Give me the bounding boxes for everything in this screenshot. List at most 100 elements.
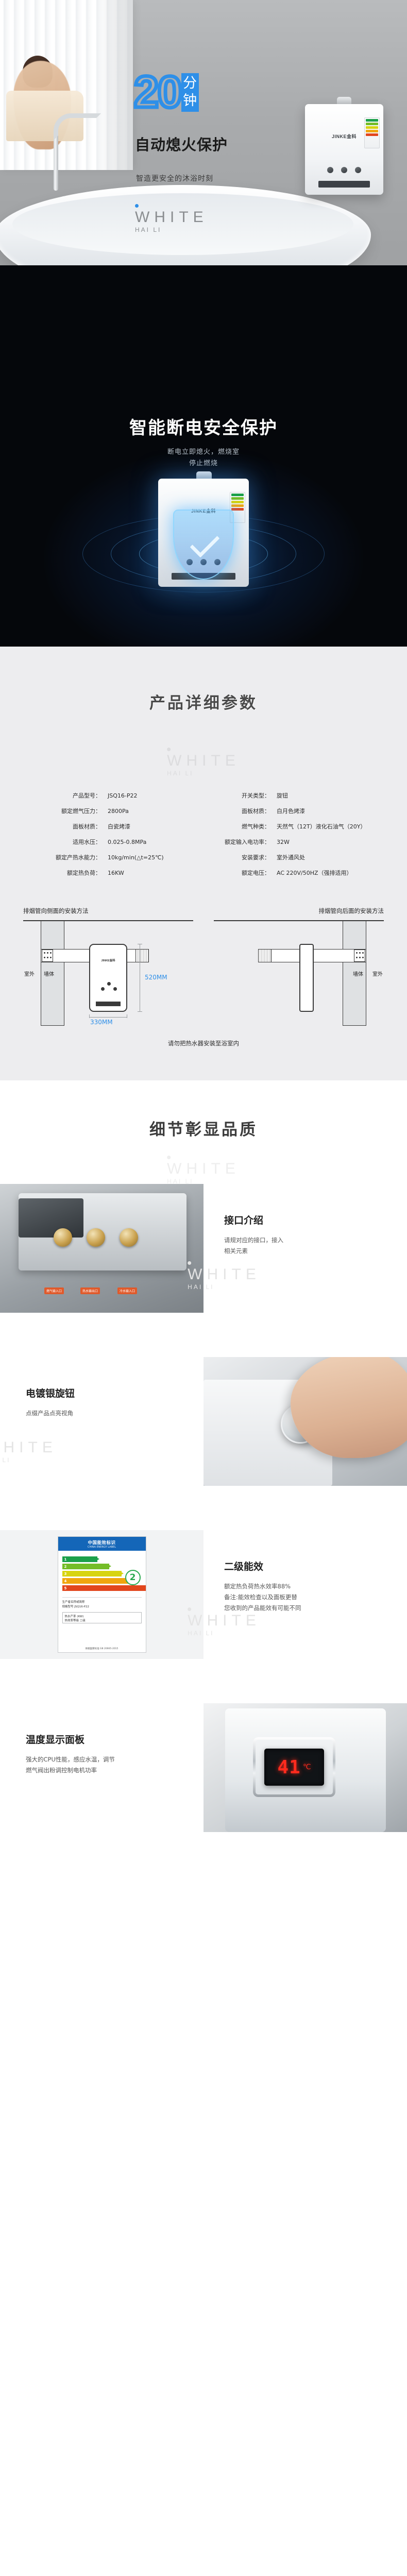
shield-icon [173, 510, 234, 580]
param-label: 额定热负荷： [67, 870, 101, 876]
knob-photo [204, 1357, 407, 1486]
feature-title: 温度显示面板 [26, 1734, 85, 1745]
energy-box-line2: 热效率等级 二级 [64, 1619, 86, 1622]
feature-desc-line2: 相关元素 [224, 1247, 248, 1255]
param-row: 产品型号：JSQ16-P22 [37, 791, 201, 807]
china-energy-label: 中国能效标识 CHINA ENERGY LABEL 1 2 3 4 5 2 生产… [57, 1536, 146, 1653]
param-value: AC 220V/50HZ（强排适用） [277, 870, 352, 876]
energy-label-sticker [364, 117, 380, 148]
temperature-photo: 41 ℃ [204, 1703, 407, 1832]
energy-grade-badge: 2 [125, 1570, 141, 1585]
param-value: 天然气（12T）液化石油气（20Y） [277, 823, 366, 830]
parameter-table: 产品型号：JSQ16-P22 开关类型：旋钮 额定燃气压力： 2800Pa 面板材… [37, 791, 370, 884]
install-diagram-side: 排烟管向侧面的安装方法 JINKE金科 [23, 907, 193, 1026]
param-row: 额定产热水能力： 10kg/min(△t=25℃) [37, 853, 201, 869]
param-row: 面板材质： 白月色烤漆 [206, 807, 370, 822]
param-value: 室外通风处 [277, 854, 305, 861]
watermark-brand-sub: HAI LI [167, 770, 194, 777]
feature-title: 电镀银旋钮 [26, 1388, 75, 1399]
param-value: JSQ16-P22 [108, 792, 138, 799]
minutes-number: 20 [132, 67, 184, 117]
param-value: 旋钮 [277, 792, 288, 799]
param-row: 燃气种类：天然气（12T）液化石油气（20Y） [206, 822, 370, 838]
banner-power-subtitle-line2: 停止燃烧 [189, 460, 218, 467]
watermark-brand: WHITE [167, 1160, 240, 1177]
param-label: 面板材质： [73, 823, 101, 830]
flameout-minutes-badge: 20 分钟 [132, 67, 199, 117]
param-label: 面板材质： [242, 808, 270, 815]
product-detail-page: 20 分钟 自动熄火保护 智造更安全的沐浴时刻 WHITE HAI LI JIN… [0, 0, 407, 1832]
installation-warning-note: 请勿把热水器安装至浴室内 [168, 1040, 239, 1047]
heater-unit-side [299, 944, 314, 1012]
param-row: 额定热负荷：16KW [37, 869, 201, 884]
watermark-dot [167, 1156, 171, 1159]
port-label-gas: 燃气输入口 [44, 1287, 64, 1294]
energy-info-line2: 规格型号 JSQ16-P22 [62, 1605, 90, 1608]
param-label: 额定产热水能力： [56, 854, 101, 861]
params-title: 产品详细参数 [149, 694, 258, 713]
param-value: 白月色烤漆 [277, 808, 305, 815]
param-value: 白瓷烤漆 [108, 823, 130, 830]
detail-title: 细节彰显品质 [149, 1121, 258, 1139]
install-side-title: 排烟管向侧面的安装方法 [23, 907, 89, 914]
banner-flameout-subtitle: 智造更安全的沐浴时刻 [136, 175, 213, 183]
flue-grill [354, 950, 365, 962]
heater-unit-brand: JINKE金科 [101, 959, 115, 962]
brand-watermark: WHITE HAI LI [0, 1434, 57, 1465]
param-row: 额定电压：AC 220V/50HZ（强排适用） [206, 869, 370, 884]
brand-watermark: WHITE HAI LI [167, 1156, 240, 1186]
dimension-width: 330MM [90, 1019, 113, 1026]
param-value: 0.025-0.8MPa [108, 839, 147, 845]
param-row: 安装要求：室外通风处 [206, 853, 370, 869]
feature-desc-line1: 强大的CPU性能，感应水温，调节 [26, 1756, 115, 1763]
water-heater-product-image: JINKE金科 [305, 97, 383, 195]
watermark-brand: WHITE [0, 1439, 57, 1456]
feature-desc-line1: 点缀产品点亮视角 [26, 1410, 73, 1417]
energy-info: 生产者名称或简称 规格型号 JSQ16-P22 [62, 1597, 142, 1609]
hand-image [291, 1357, 407, 1458]
feature-title: 接口介绍 [224, 1215, 264, 1226]
brand-watermark: WHITE HAI LI [167, 748, 240, 778]
feature-title: 二级能效 [224, 1561, 264, 1572]
bathtub-image [0, 185, 371, 265]
feature-desc-line3: 您收到的产品能效有可能不同 [224, 1604, 301, 1612]
energy-label-header-en: CHINA ENERGY LABEL [88, 1546, 116, 1549]
label-wall: 墙体 [44, 972, 54, 977]
section-product-details: 细节彰显品质 WHITE HAI LI 燃气输入口 热水输出口 冷水输入口 接口… [0, 1080, 407, 1832]
banner-power-title: 智能断电安全保护 [129, 418, 278, 438]
energy-text: 二级能效 额定热负荷热水效率88% 备注:能效检查以及面板更替 您收到的产品能效… [188, 1530, 407, 1659]
banner-flameout-protection: 20 分钟 自动熄火保护 智造更安全的沐浴时刻 WHITE HAI LI JIN… [0, 0, 407, 265]
feature-desc-line2: 燃气阀出粉调控制电机功率 [26, 1767, 97, 1774]
param-row: 开关类型：旋钮 [206, 791, 370, 807]
banner-power-subtitle: 断电立即熄火，燃烧室 停止燃烧 [0, 447, 407, 469]
faucet-icon [54, 113, 101, 191]
param-value: 2800Pa [108, 808, 129, 815]
chrome-bezel [253, 1737, 335, 1797]
flue-elbow [258, 949, 272, 962]
feature-desc-line1: 请规对应的接口，接入 [224, 1236, 283, 1244]
flue-elbow [135, 949, 149, 962]
section-product-parameters: 产品详细参数 WHITE HAI LI 产品型号：JSQ16-P22 开关类型：… [0, 647, 407, 1080]
param-label: 适用水压： [73, 839, 101, 845]
installation-diagrams: 排烟管向侧面的安装方法 JINKE金科 [23, 907, 384, 1026]
param-label: 额定燃气压力： [61, 808, 101, 815]
energy-standard-footer: 依据国家标准 GB 20665-2015 [85, 1648, 118, 1650]
banner-flameout-title: 自动熄火保护 [135, 136, 228, 154]
feature-temperature-display: 41 ℃ 温度显示面板 强大的CPU性能，感应水温，调节 燃气阀出粉调控制电机功… [0, 1703, 407, 1832]
param-value: 10kg/min(△t=25℃) [108, 854, 164, 861]
energy-bar: 3 [62, 1571, 124, 1577]
heater-brand-logo: JINKE金科 [331, 134, 357, 139]
ports-photo: 燃气输入口 热水输出口 冷水输入口 [0, 1184, 204, 1313]
feature-knob: 电镀银旋钮 点缀产品点亮视角 WHITE HAI LI [0, 1357, 407, 1486]
wall-block [343, 921, 366, 1026]
ports-text: 接口介绍 请规对应的接口，接入 相关元素 WHITE HAI LI [188, 1184, 407, 1313]
heater-knobs [305, 167, 383, 173]
energy-bar: 1 [62, 1556, 99, 1562]
wall-block [41, 921, 64, 1026]
param-row: 额定燃气压力： 2800Pa [37, 807, 201, 822]
energy-box: 热水产率 (KW) 热效率等级 二级 [62, 1612, 142, 1623]
heater-unit-front: JINKE金科 [89, 944, 127, 1012]
dimension-height: 520MM [145, 974, 167, 981]
energy-box-line1: 热水产率 (KW) [64, 1615, 84, 1618]
energy-bar: 2 [62, 1564, 112, 1569]
